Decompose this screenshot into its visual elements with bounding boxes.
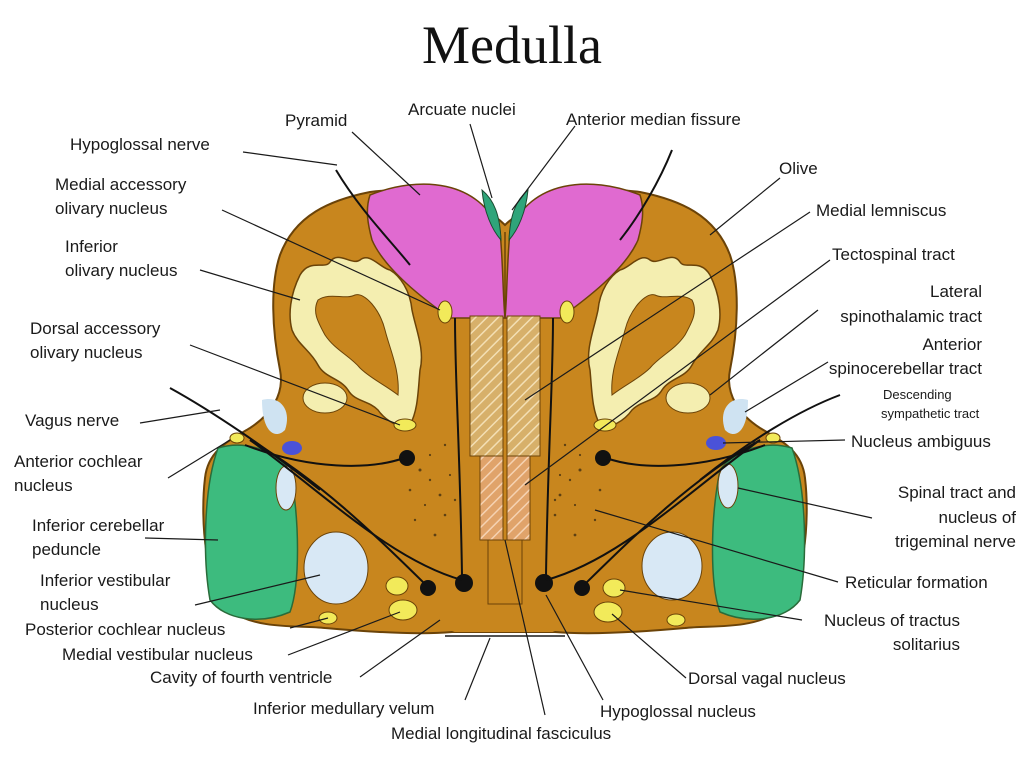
label-dorsal-vagal: Dorsal vagal nucleus [688, 669, 846, 688]
label-tractus-solitarius-2: solitarius [892, 635, 960, 654]
right-medial-lemniscus [506, 315, 541, 457]
label-dorsal-accessory-olivary-2: olivary nucleus [30, 343, 143, 362]
label-inferior-medullary-velum: Inferior medullary velum [253, 699, 435, 718]
left-medial-vestibular [388, 599, 418, 621]
label-reticular-formation: Reticular formation [845, 573, 988, 592]
left-medial-lemniscus [469, 315, 504, 457]
label-lateral-spinothalamic-1: Lateral [930, 282, 982, 301]
label-spinal-trigeminal-3: trigeminal nerve [895, 532, 1016, 551]
label-medial-longitudinal-fasciculus: Medial longitudinal fasciculus [391, 724, 612, 743]
label-anterior-cochlear-2: nucleus [14, 476, 73, 495]
right-nucleus-ambiguus [706, 436, 726, 450]
label-hypoglossal-nucleus: Hypoglossal nucleus [600, 702, 756, 721]
label-descending-sympathetic-2: sympathetic tract [881, 406, 980, 421]
right-inferior-vestibular [641, 531, 703, 601]
label-arcuate-nuclei: Arcuate nuclei [408, 100, 516, 119]
right-lateral-spinothalamic [665, 382, 711, 414]
label-spinal-trigeminal-1: Spinal tract and [897, 483, 1016, 502]
label-inferior-vestibular-1: Inferior vestibular [40, 571, 171, 590]
right-hypoglossal-nucleus [535, 574, 553, 592]
left-medial-accessory-olivary [437, 300, 453, 324]
label-inferior-olivary-1: Inferior [65, 237, 118, 256]
right-tectospinal [506, 455, 531, 541]
label-medial-vestibular: Medial vestibular nucleus [62, 645, 253, 664]
left-tractus-solitarius [385, 576, 409, 596]
label-tractus-solitarius-1: Nucleus of tractus [823, 611, 960, 630]
label-pyramid: Pyramid [285, 111, 348, 130]
reticular-formation [408, 443, 602, 537]
diagram-title: Medulla [422, 15, 602, 75]
label-lateral-spinothalamic-2: spinothalamic tract [840, 307, 982, 326]
label-tectospinal-tract: Tectospinal tract [832, 245, 955, 264]
leader-lines [139, 123, 873, 716]
left-arcuate-nucleus [481, 188, 502, 242]
label-vagus-nerve: Vagus nerve [25, 411, 120, 430]
label-posterior-cochlear: Posterior cochlear nucleus [25, 620, 226, 639]
left-dorsal-accessory-olivary [393, 418, 417, 432]
right-posterior-cochlear [666, 613, 686, 627]
label-anterior-spinocerebellar-2: spinocerebellar tract [828, 359, 982, 378]
label-inferior-cerebellar-2: peduncle [32, 540, 102, 559]
left-inferior-vestibular [303, 531, 369, 605]
right-tractus-solitarius [602, 578, 626, 598]
right-medial-accessory-olivary [559, 300, 575, 324]
label-medial-lemniscus: Medial lemniscus [816, 201, 947, 220]
label-medial-accessory-olivary-1: Medial accessory [55, 175, 187, 194]
left-tectospinal [479, 455, 504, 541]
left-hypoglossal-nucleus [455, 574, 473, 592]
label-anterior-spinocerebellar-1: Anterior [922, 335, 982, 354]
label-inferior-olivary-2: olivary nucleus [65, 261, 178, 280]
label-olive: Olive [779, 159, 818, 178]
label-fourth-ventricle: Cavity of fourth ventricle [150, 668, 333, 687]
label-inferior-cerebellar-1: Inferior cerebellar [32, 516, 165, 535]
label-inferior-vestibular-2: nucleus [40, 595, 99, 614]
label-dorsal-accessory-olivary-1: Dorsal accessory [30, 319, 161, 338]
label-hypoglossal-nerve: Hypoglossal nerve [70, 135, 210, 154]
left-nucleus-ambiguus [282, 441, 302, 455]
label-spinal-trigeminal-2: nucleus of [938, 508, 1017, 527]
label-descending-sympathetic-1: Descending [883, 387, 952, 402]
left-lateral-spinothalamic [302, 382, 348, 414]
label-medial-accessory-olivary-2: olivary nucleus [55, 199, 168, 218]
label-anterior-median-fissure: Anterior median fissure [566, 110, 741, 129]
label-nucleus-ambiguus: Nucleus ambiguus [851, 432, 991, 451]
label-anterior-cochlear-1: Anterior cochlear [14, 452, 143, 471]
